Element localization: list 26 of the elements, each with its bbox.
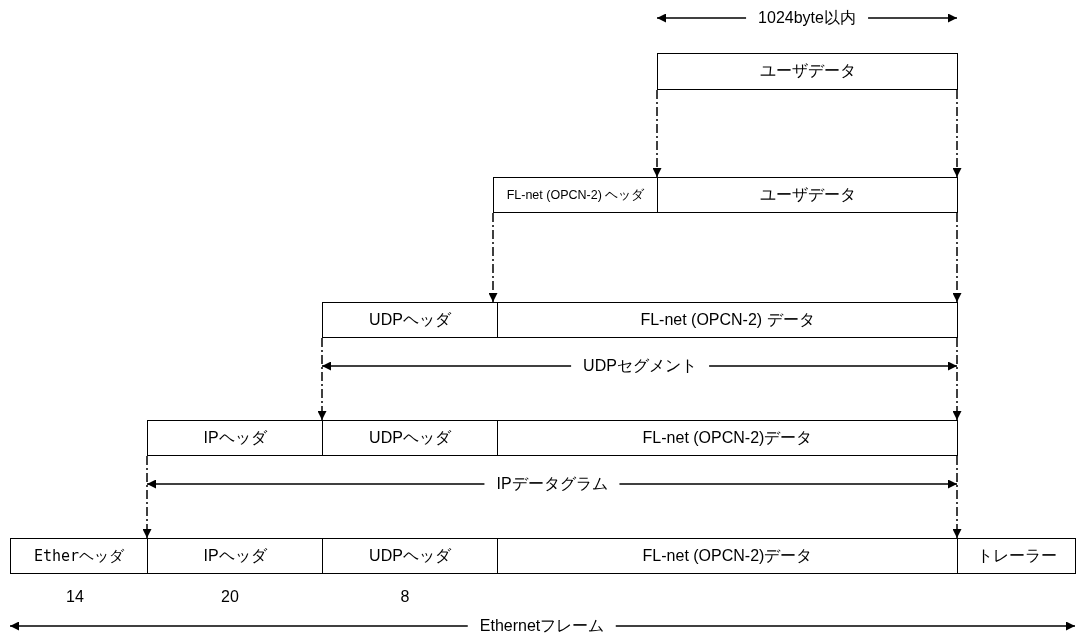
arrow <box>952 212 962 303</box>
field-cell: UDPヘッダ <box>322 420 498 456</box>
field-cell: トレーラー <box>957 538 1076 574</box>
field-cell: FL-net (OPCN-2) データ <box>497 302 958 338</box>
arrow <box>317 337 327 421</box>
field-cell: UDPヘッダ <box>322 302 498 338</box>
field-cell: UDPヘッダ <box>322 538 498 574</box>
field-cell: ユーザデータ <box>657 53 958 90</box>
field-cell: FL-net (OPCN-2)データ <box>497 420 958 456</box>
arrow <box>952 89 962 178</box>
field-cell: Etherヘッダ <box>10 538 148 574</box>
arrow <box>488 212 498 303</box>
field-cell: FL-net (OPCN-2) ヘッダ <box>493 177 658 213</box>
field-cell: IPヘッダ <box>147 420 323 456</box>
arrow <box>652 89 662 178</box>
byte-count: 14 <box>66 588 84 606</box>
dimension-label: 1024byte以内 <box>746 7 868 29</box>
field-cell: IPヘッダ <box>147 538 323 574</box>
byte-count: 20 <box>221 588 239 606</box>
arrow <box>952 455 962 539</box>
dimension-label: IPデータグラム <box>484 473 620 495</box>
arrow <box>142 455 152 539</box>
byte-count: 8 <box>400 588 410 606</box>
field-cell: FL-net (OPCN-2)データ <box>497 538 958 574</box>
arrow <box>952 337 962 421</box>
field-cell: ユーザデータ <box>657 177 958 213</box>
